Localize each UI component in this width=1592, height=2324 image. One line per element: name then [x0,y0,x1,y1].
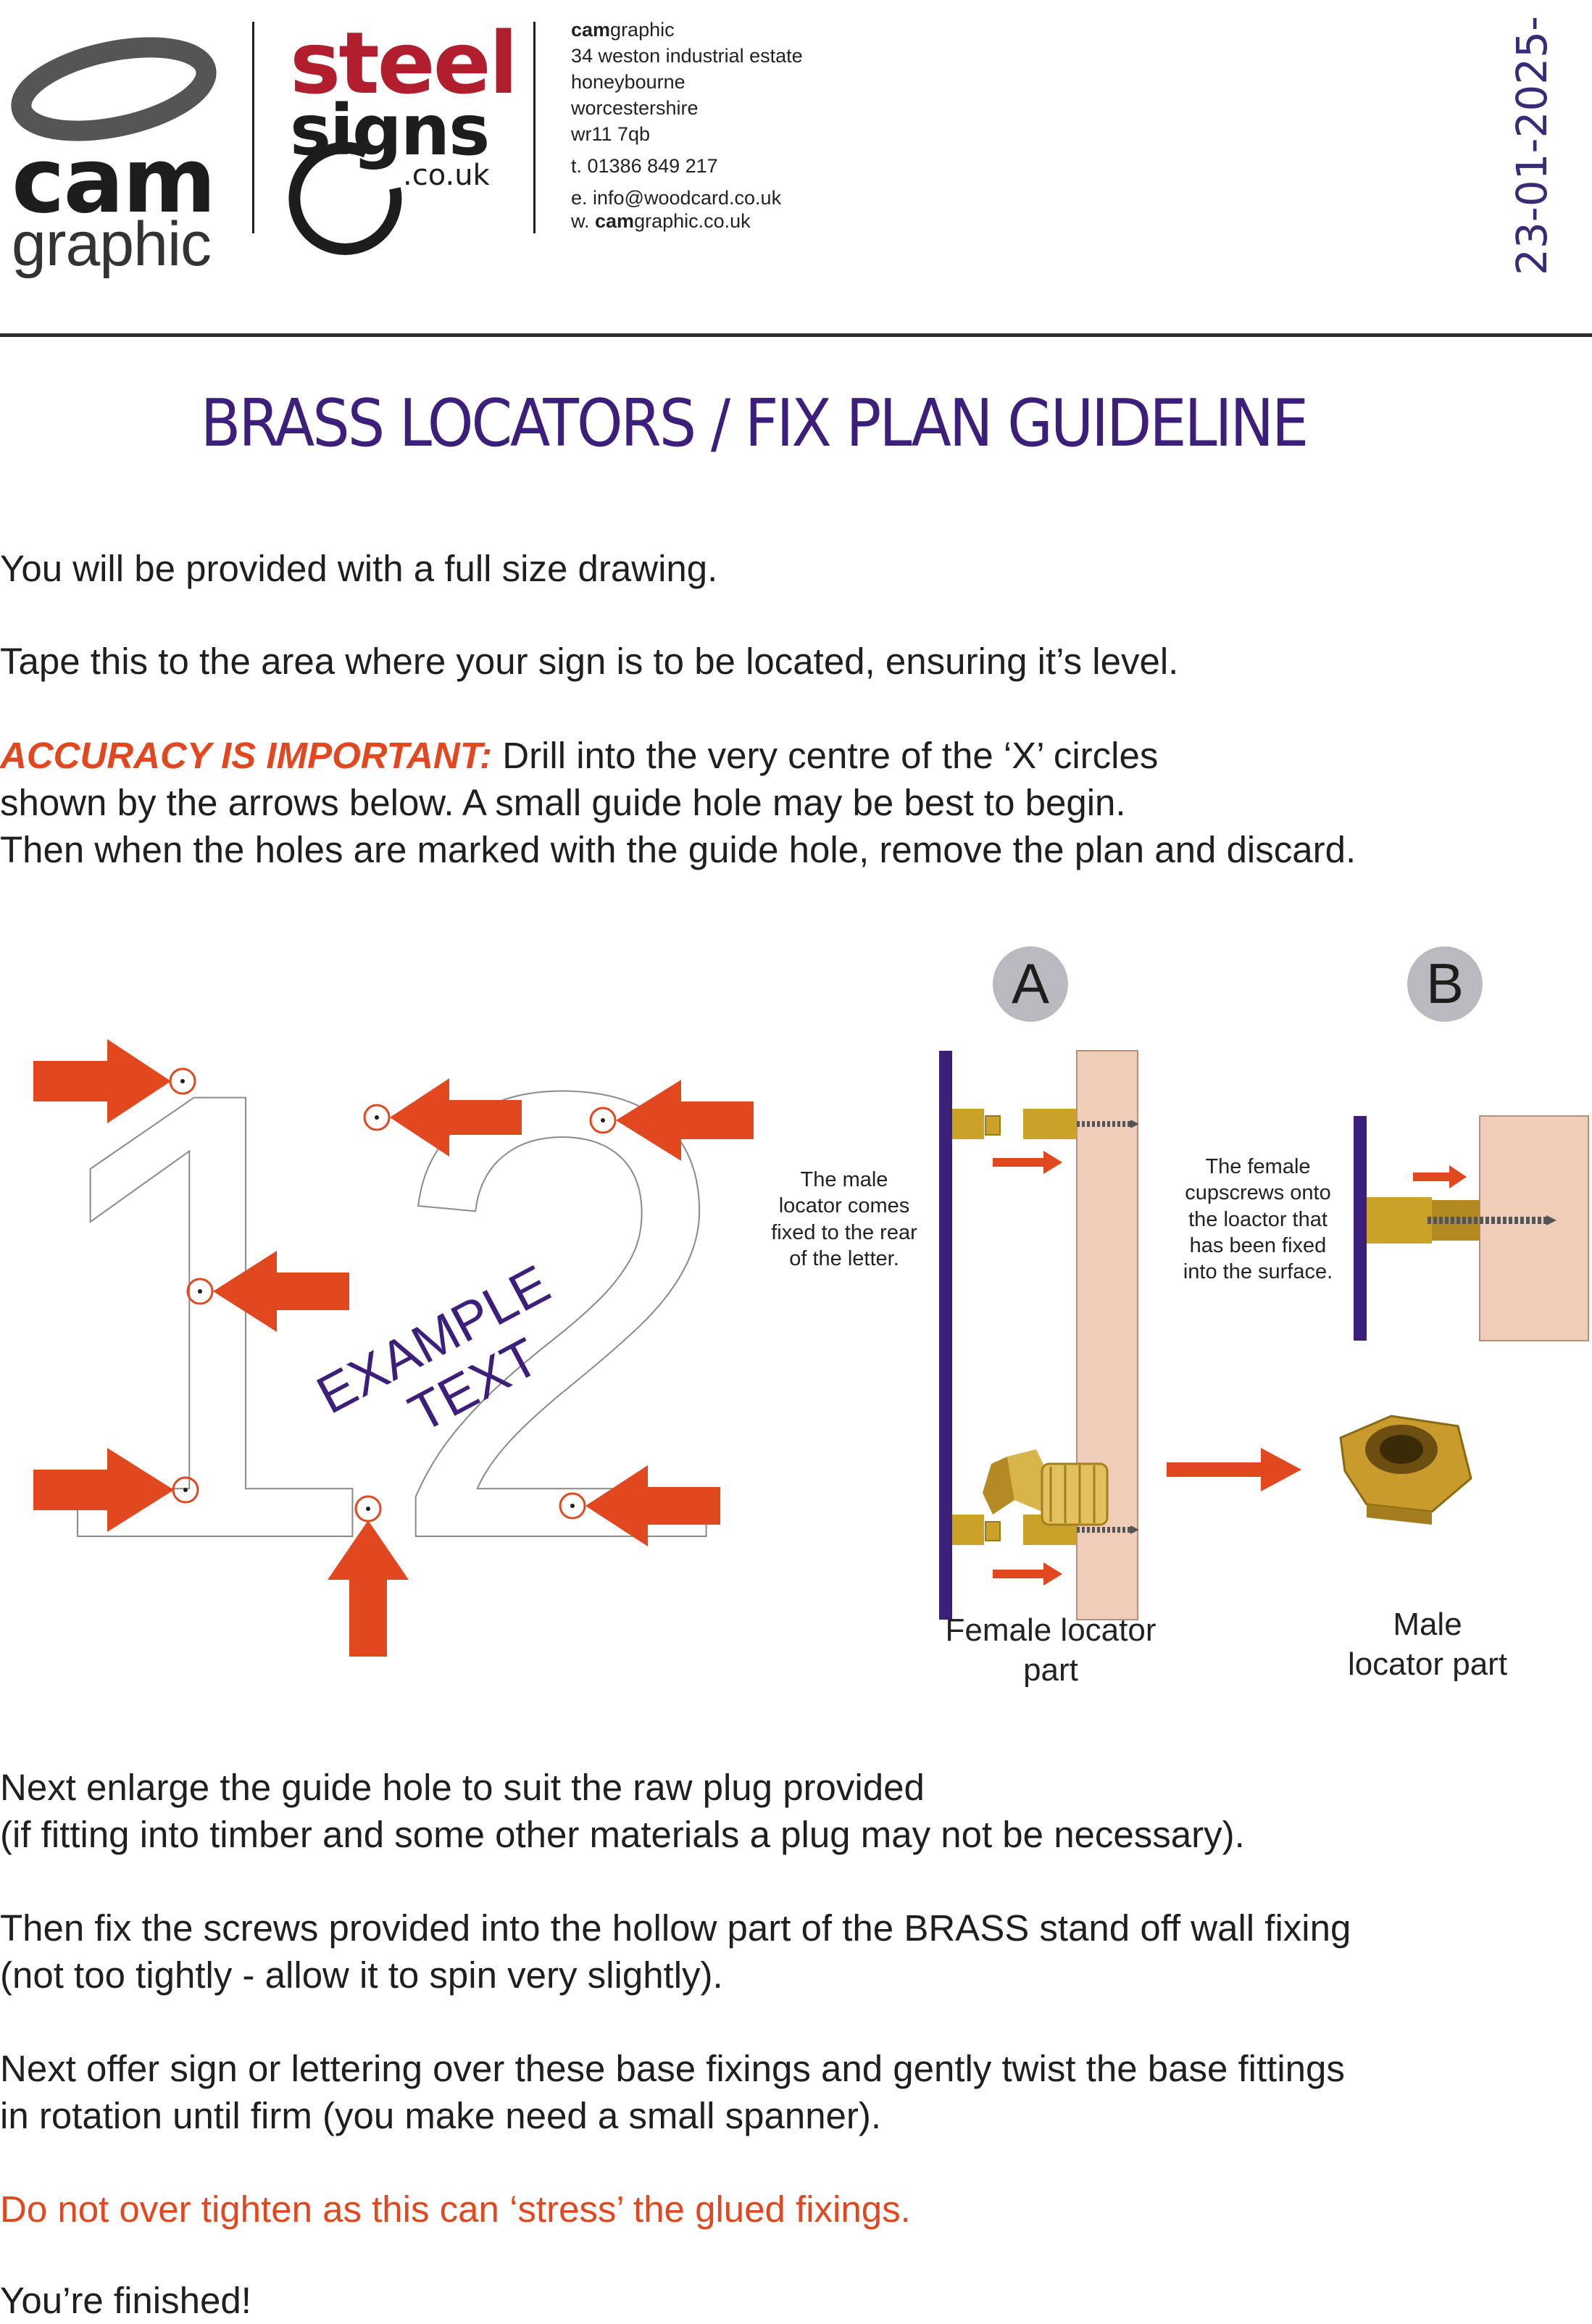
accuracy-label: ACCURACY IS IMPORTANT: [0,735,493,776]
contact-address3: worcestershire [571,97,699,119]
intro-line5: Then when the holes are marked with the … [0,829,1356,870]
contact-phone: t. 01386 849 217 [571,155,718,177]
badge-a [993,946,1068,1022]
contact-website[interactable]: w. camgraphic.co.uk [571,210,751,232]
contact-email[interactable]: e. info@woodcard.co.uk [571,187,782,209]
male-locator-label: Male locator part [1347,1607,1508,1682]
contact-postcode: wr11 7qb [571,123,651,145]
step2-line2: (not too tightly - allow it to spin very… [0,1954,723,1996]
couk-logo-word: .co.uk [403,159,490,192]
fix-plan-diagram: 12 EXAMPLE TEXT [28,978,754,1673]
arrow-right-icon [33,1039,171,1123]
intro-line4: shown by the arrows below. A small guide… [0,782,1126,823]
target-circle [589,1107,617,1134]
letter-back-a [939,1051,952,1620]
arrow-right-icon [1167,1448,1301,1491]
arrow-left-icon [390,1078,522,1157]
male-locator-image [1339,1415,1472,1525]
target-circle [363,1104,391,1131]
graphic-logo-word: graphic [12,209,212,279]
wall-b [1479,1115,1589,1341]
intro-line2: Tape this to the area where your sign is… [0,641,1179,682]
target-circle [186,1278,214,1305]
ring-icon [288,141,402,255]
badge-a-label: A [1012,951,1049,1015]
wall-a [1076,1050,1138,1620]
contact-address2: honeybourne [571,71,685,93]
caption-b: The female cupscrews onto the loactor th… [1183,1155,1333,1283]
contact-divider [533,22,535,233]
arrow-right-icon [33,1448,174,1532]
step2-line1: Then fix the screws provided into the ho… [0,1907,1351,1949]
badge-b [1407,946,1483,1022]
steel-logo-word: steel [290,13,518,113]
warning-line: Do not over tighten as this can ‘stress’… [0,2188,911,2230]
step3-line1: Next offer sign or lettering over these … [0,2048,1345,2089]
header-rule [0,333,1592,337]
arrow-left-icon [616,1080,754,1161]
letter-back-b [1354,1116,1367,1341]
steelsigns-logo: steel signs .co.uk [0,0,536,275]
badge-b-label: B [1426,951,1464,1015]
camgraphic-logo: cam graphic [9,20,226,275]
caption-a: The male locator comes fixed to the rear… [771,1168,917,1270]
finished-line: You’re finished! [0,2280,251,2321]
cam-logo-word: cam [12,129,216,233]
contact-address1: 34 weston industrial estate [571,45,803,67]
locator-section-diagram: A B [939,946,1589,1620]
arrow-left-icon [213,1251,349,1332]
target-circle [559,1492,586,1520]
date-code: 23-01-2025- RVT [1507,0,1556,275]
step1-line1: Next enlarge the guide hole to suit the … [0,1767,925,1808]
intro-line1: You will be provided with a full size dr… [0,548,718,589]
step3-line2: in rotation until firm (you make need a … [0,2095,882,2136]
step1-line2: (if fitting into timber and some other m… [0,1814,1245,1855]
female-locator-label: Female locator part [945,1612,1157,1688]
pointer-arrows [33,1039,754,1657]
contact-company: camgraphic [571,19,675,41]
logo-divider [252,22,254,233]
locator-pair-bottom [952,1515,1139,1586]
accuracy-line: ACCURACY IS IMPORTANT: Drill into the ve… [0,735,1159,776]
locator-assembled [1367,1165,1556,1244]
arrow-up-icon [328,1520,409,1657]
female-locator-image [983,1449,1109,1526]
arrow-left-icon [585,1465,720,1546]
page-title: BRASS LOCATORS / FIX PLAN GUIDELINE [200,386,1309,462]
locator-pair-top [952,1109,1139,1174]
cam-swirl-icon [11,37,217,141]
